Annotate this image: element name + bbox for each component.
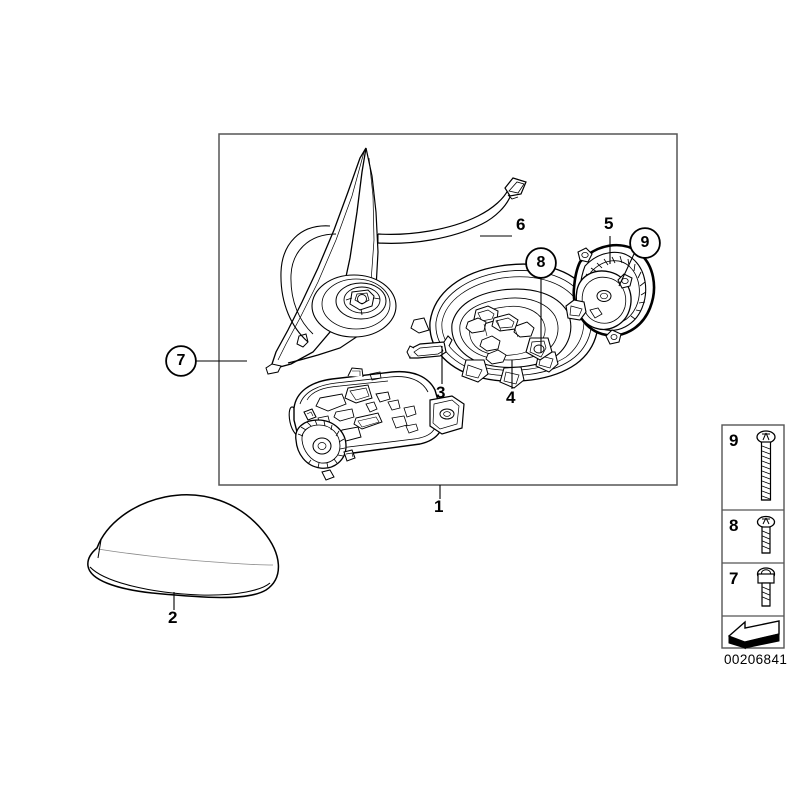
mirror-glass-panel (265, 147, 379, 375)
legend-label-7: 7 (729, 569, 739, 588)
part-label-1: 1 (434, 497, 444, 516)
leader-lines (173, 235, 635, 610)
callout-9-label: 9 (640, 234, 650, 251)
legend-label-8: 8 (729, 516, 739, 535)
part-label-2: 2 (168, 608, 178, 627)
part-label-6: 6 (516, 215, 526, 234)
assembly-boundary-box (218, 133, 678, 486)
legend-label-9: 9 (729, 431, 739, 450)
part-label-4: 4 (506, 388, 516, 407)
fastener-legend-box (721, 424, 785, 650)
diagram-part-number: 00206841 (724, 652, 788, 667)
callout-7[interactable]: 7 (166, 346, 196, 376)
long-pan-head-screw-icon (756, 430, 776, 501)
short-pan-head-screw-icon (756, 515, 776, 554)
retaining-clip (406, 335, 453, 359)
mirror-carrier-housing (288, 367, 465, 481)
mirror-bezel-ring (410, 263, 599, 389)
callout-9[interactable]: 9 (630, 228, 660, 258)
callout-8-label: 8 (536, 254, 546, 271)
mirror-glass-pivot-socket (311, 274, 397, 338)
socket-head-cap-screw-icon (756, 567, 776, 607)
callout-8[interactable]: 8 (526, 248, 556, 278)
callout-7-label: 7 (176, 352, 186, 369)
part-label-3: 3 (436, 383, 446, 402)
direction-arrow-icon (727, 620, 780, 650)
wiring-harness-cable (377, 177, 527, 244)
mirror-cover-cap (87, 494, 280, 599)
mirror-adjustment-motor (565, 243, 656, 345)
part-label-5: 5 (604, 214, 614, 233)
